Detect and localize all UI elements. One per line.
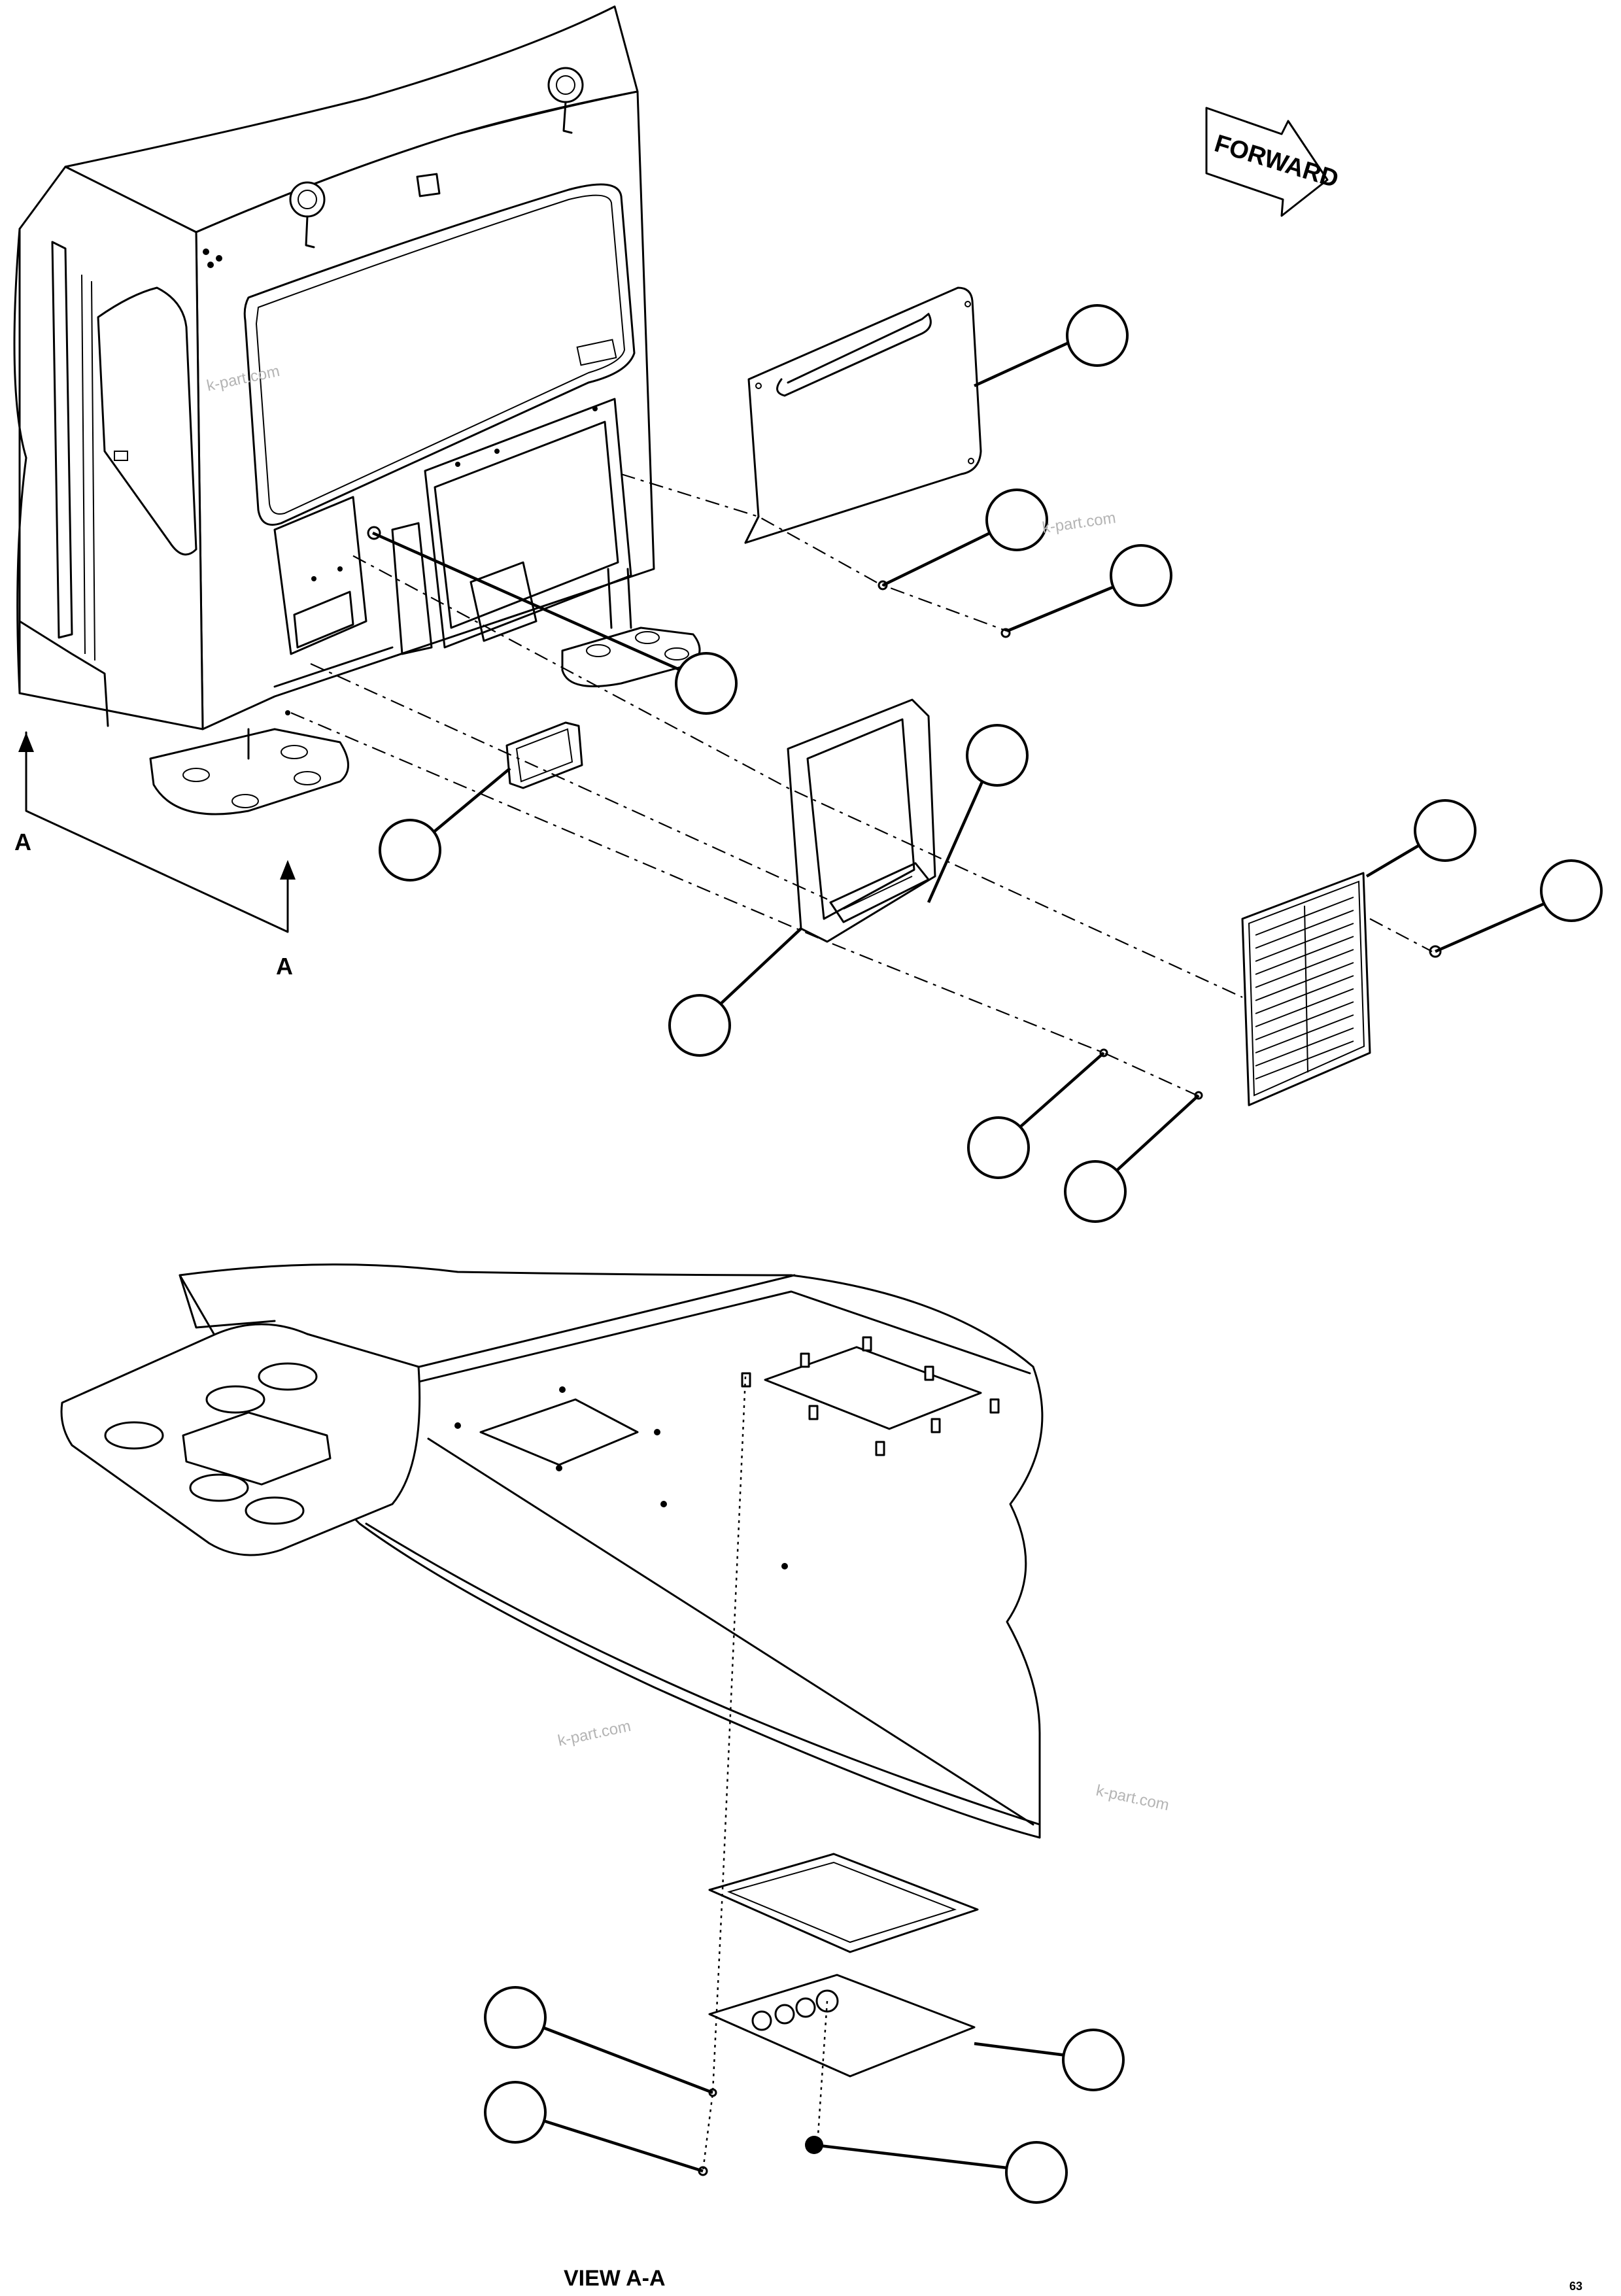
- watermark: k-part.com: [556, 1717, 632, 1750]
- callout-balloon: [1062, 2029, 1125, 2091]
- exploded-view-lines: [290, 473, 1433, 1098]
- callout-balloon: [484, 1986, 547, 2049]
- callout-balloons: [372, 304, 1603, 2204]
- callout-balloon: [1064, 1160, 1127, 1223]
- view-a-a-lines: [702, 1376, 828, 2172]
- callout-balloon: [1066, 304, 1129, 367]
- callout-balloon: [675, 652, 738, 715]
- callout-balloon: [967, 1116, 1030, 1179]
- operator-cab: [13, 5, 701, 815]
- floor-access-plate: [698, 1853, 979, 2176]
- callout-balloon: [1540, 859, 1603, 922]
- section-marker-top: A: [14, 829, 31, 855]
- vent-grille: [1241, 872, 1371, 1106]
- access-frame: [787, 698, 936, 943]
- callout-balloon: [966, 724, 1029, 787]
- callout-balloon: [668, 994, 731, 1057]
- view-label: VIEW A-A: [564, 2266, 666, 2291]
- callout-balloon: [484, 2081, 547, 2144]
- section-marker-a-a: [18, 731, 296, 933]
- corner-mark: 63: [1569, 2280, 1582, 2293]
- callout-balloon: [379, 819, 441, 882]
- view-a-a-floor: [60, 1263, 1044, 1839]
- forward-arrow-icon: [1205, 107, 1329, 217]
- section-marker-bottom: A: [276, 953, 293, 980]
- watermark: k-part.com: [1095, 1781, 1170, 1814]
- callout-balloon: [1414, 799, 1476, 862]
- callout-balloon: [1110, 544, 1172, 607]
- watermark: k-part.com: [1041, 509, 1117, 537]
- callout-balloon: [1005, 2141, 1068, 2204]
- gasket-pad: [505, 721, 583, 789]
- callout-balloon: [985, 488, 1048, 551]
- rear-cover-panel: [744, 286, 982, 544]
- grille-slats: [1255, 897, 1354, 1080]
